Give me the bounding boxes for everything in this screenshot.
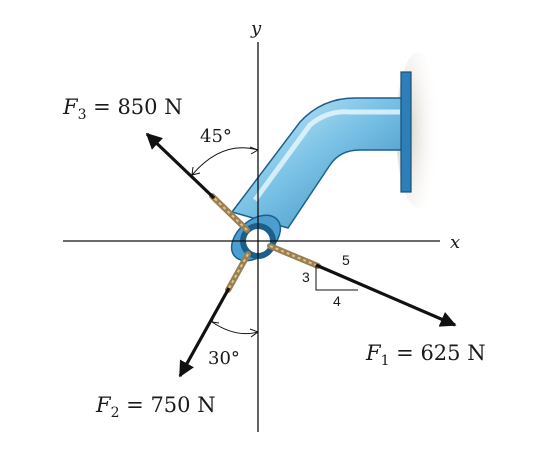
f3-arrow xyxy=(145,132,216,200)
slope-run: 4 xyxy=(333,293,341,309)
f1-arrow xyxy=(315,263,457,327)
slope-triangle xyxy=(315,265,358,291)
y-axis-label: y xyxy=(250,18,262,39)
angle-label-f2: 30° xyxy=(208,348,240,369)
f1-label: F1 = 625 N xyxy=(365,341,486,369)
f2-arrow xyxy=(178,287,231,378)
flange xyxy=(400,71,412,193)
f3-label: F3 = 850 N xyxy=(62,95,183,123)
angle-arc-f3 xyxy=(191,147,259,176)
slope-hyp: 5 xyxy=(342,252,350,268)
x-axis-label: x xyxy=(450,232,460,253)
slope-rise: 3 xyxy=(302,269,310,285)
angle-label-f3: 45° xyxy=(200,126,232,147)
f2-label: F2 = 750 N xyxy=(95,393,216,421)
angle-arc-f2 xyxy=(211,321,259,335)
